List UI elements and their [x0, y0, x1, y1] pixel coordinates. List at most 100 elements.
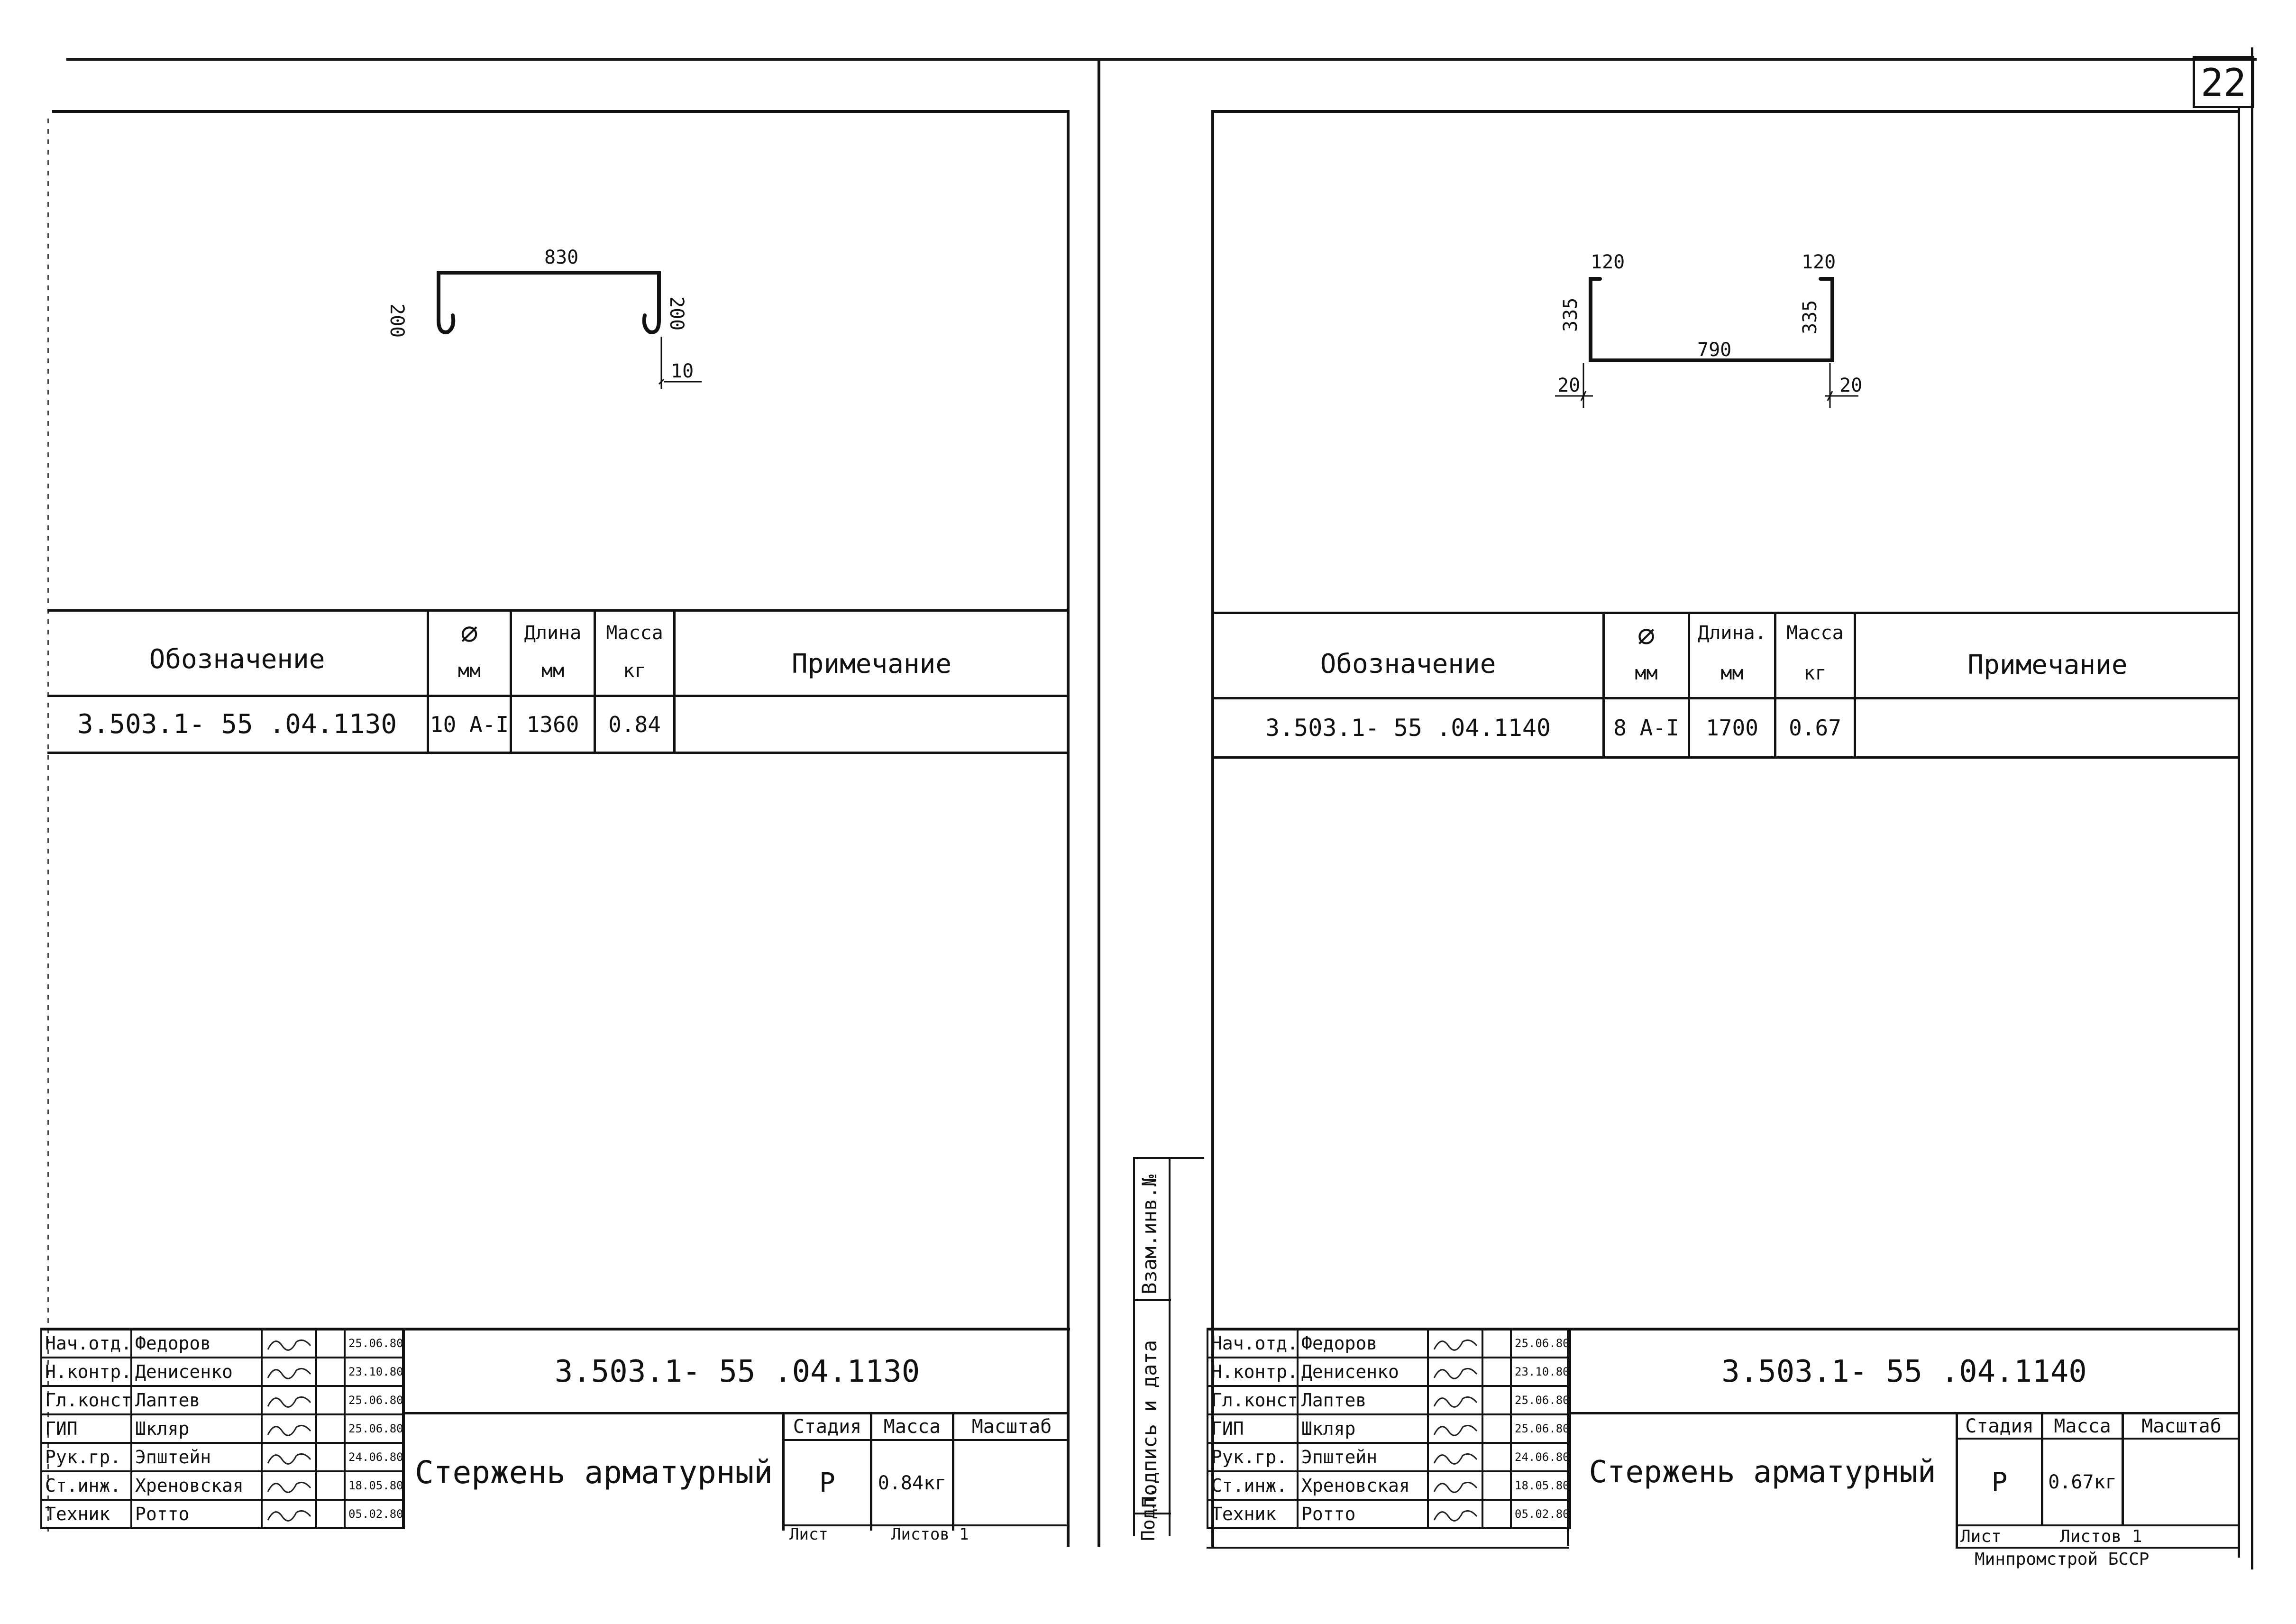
person-role: Н.контр. [1208, 1358, 1299, 1387]
person-role: Ст.инж. [1208, 1472, 1299, 1501]
person-sign-extra [1483, 1387, 1512, 1415]
spec-right-h-mass-unit: кг [1803, 662, 1827, 684]
person-name: Шкляр [1299, 1415, 1429, 1444]
person-signature [1429, 1444, 1483, 1472]
person-date: 25.06.80 [346, 1415, 405, 1444]
spec-right-row-len: 1700 [1706, 715, 1758, 741]
spec-right-h-dia-unit: мм [1635, 662, 1658, 684]
person-name: Хреновская [132, 1472, 263, 1501]
person-signature [1429, 1330, 1483, 1358]
tb-right-mid-line [1568, 1412, 2239, 1414]
person-signature [1429, 1472, 1483, 1501]
side-stamp-sep-2 [1133, 1513, 1171, 1514]
person-signature [263, 1387, 317, 1415]
sketch-right-top-left-dim: 120 [1591, 251, 1625, 273]
person-role: Нач.отд. [1208, 1330, 1299, 1358]
person-date: 25.06.80 [1512, 1330, 1571, 1358]
person-signature [1429, 1387, 1483, 1415]
person-signature [263, 1415, 317, 1444]
spec-left-row-dia: 10 А-I [430, 711, 509, 737]
side-stamp-left [1133, 1157, 1135, 1536]
spec-left-h-len: Длина [524, 622, 582, 644]
tb-right-org-h [1956, 1547, 2239, 1549]
sketch-right-top-right-dim: 120 [1802, 251, 1836, 273]
tb-right-mass: 0.67кг [2048, 1471, 2117, 1493]
person-name: Федоров [132, 1330, 263, 1358]
tb-left-scale-h: Масштаб [971, 1416, 1052, 1438]
spec-right-h-note: Примечание [1967, 650, 2128, 680]
person-date: 18.05.80 [346, 1472, 405, 1501]
person-date: 25.06.80 [1512, 1415, 1571, 1444]
page-number: 22 [2200, 61, 2247, 105]
tb-left-mass: 0.84кг [878, 1472, 947, 1494]
person-role: ГИП [42, 1415, 132, 1444]
tb-right-sheet-h [1956, 1524, 2239, 1526]
page-number-box [2193, 56, 2254, 108]
spec-right-h-designation: Обозначение [1320, 648, 1496, 679]
person-name: Эпштейн [132, 1444, 263, 1472]
spec-left-row-len: 1360 [526, 711, 579, 737]
right-sheet-top-line [1211, 110, 2239, 113]
person-date: 23.10.80 [346, 1358, 405, 1387]
person-name: Денисенко [132, 1358, 263, 1387]
spec-right-h-len-unit: мм [1720, 662, 1744, 684]
tb-left-mass-v [870, 1412, 872, 1531]
person-signature [263, 1444, 317, 1472]
person-sign-extra [317, 1501, 346, 1529]
sketch-left-top-dim: 830 [544, 247, 579, 268]
left-edge-dashed [47, 119, 49, 1532]
spec-right-row-dia: 8 А-I [1613, 715, 1679, 741]
spec-right-vline-3 [1774, 612, 1776, 759]
sketch-right-right-dim: 335 [1799, 300, 1821, 334]
person-role: Техник [42, 1501, 132, 1529]
person-sign-extra [1483, 1501, 1512, 1529]
tb-right-name: Стержень арматурный [1589, 1455, 1936, 1490]
person-name: Ротто [132, 1501, 263, 1529]
tb-right-top-line [1207, 1328, 2239, 1330]
person-date: 18.05.80 [1512, 1472, 1571, 1501]
tb-left-top-line [40, 1328, 1070, 1330]
person-signature [263, 1472, 317, 1501]
center-divider [1098, 58, 1100, 1547]
sketch-left-hook-dim: 10 [671, 360, 694, 382]
person-role: Рук.гр. [1208, 1444, 1299, 1472]
person-sign-extra [317, 1415, 346, 1444]
tb-left-stage: Р [819, 1468, 835, 1498]
tb-right-stage-h [1956, 1438, 2239, 1440]
spec-left-hline-2 [47, 695, 1068, 697]
tb-left-sheet-h: Лист [789, 1525, 828, 1544]
tb-left-stage-h [782, 1439, 1069, 1441]
tb-left-mid-line [403, 1412, 1069, 1414]
spec-left-h-mass-unit: кг [623, 660, 646, 682]
spec-left-h-len-unit: мм [541, 660, 565, 682]
tb-right-stage-v [1956, 1412, 1958, 1547]
tb-right-vdiv [1567, 1328, 1569, 1546]
right-outer-border [2238, 107, 2240, 1558]
tb-right-scale [2124, 1440, 2239, 1524]
person-date: 24.06.80 [346, 1444, 405, 1472]
tb-right-mass-v [2041, 1412, 2043, 1526]
person-name: Шкляр [132, 1415, 263, 1444]
spec-left-row-mass: 0.84 [608, 711, 661, 737]
top-border-line [66, 58, 2257, 61]
tb-left-scale-v [952, 1412, 954, 1531]
person-name: Хреновская [1299, 1472, 1429, 1501]
tb-left-sheet-h [782, 1524, 1069, 1526]
left-sheet-top-line [52, 110, 1069, 113]
spec-left-h-note: Примечание [791, 648, 952, 679]
person-name: Денисенко [1299, 1358, 1429, 1387]
person-date: 25.06.80 [346, 1330, 405, 1358]
people-right-bottom [1207, 1547, 1569, 1549]
person-name: Лаптев [132, 1387, 263, 1415]
tb-right-sheets-h: Листов 1 [2060, 1527, 2142, 1546]
tb-right-stage-h: Стадия [1965, 1415, 2034, 1437]
person-name: Федоров [1299, 1330, 1429, 1358]
person-row: Нач.отд.Федоров 25.06.80 [1208, 1330, 1571, 1358]
